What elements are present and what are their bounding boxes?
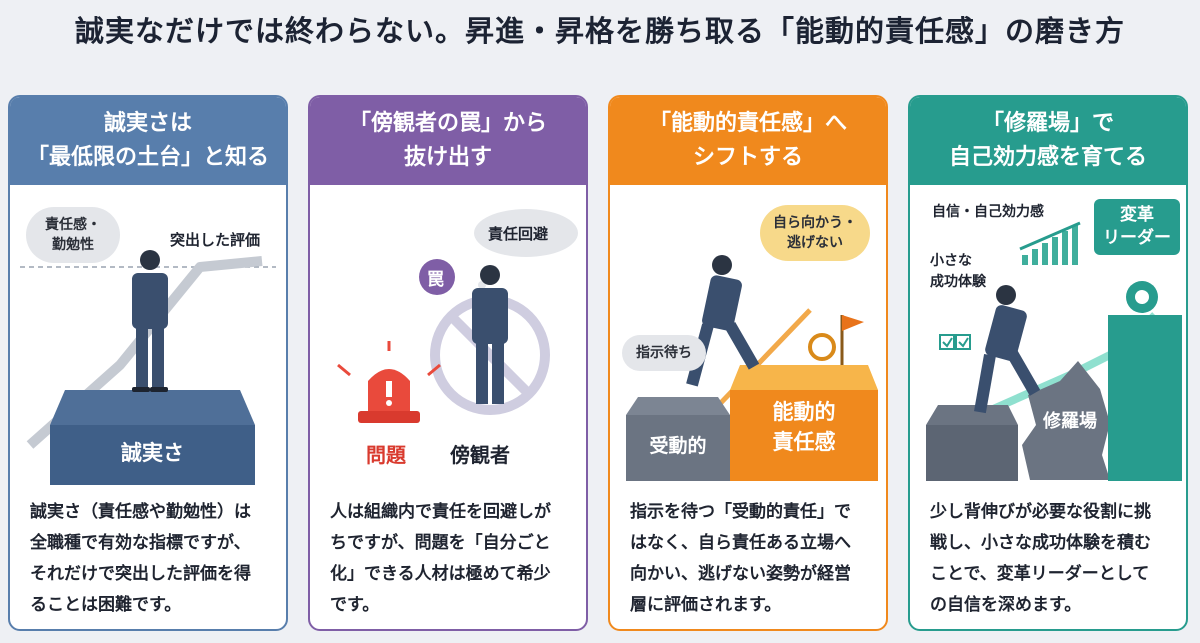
card-active-responsibility: 「能動的責任感」へ シフトする 自ら向かう・ 逃げない 指示待ち 受動的 能動的… <box>608 95 888 631</box>
label-outstanding-eval: 突出した評価 <box>170 231 261 249</box>
waiting-bubble: 指示待ち <box>622 335 706 371</box>
sincerity-bubble: 責任感・ 勤勉性 <box>26 207 120 263</box>
card-heading-line2: シフトする <box>692 145 803 170</box>
card-heading-line1: 「修羅場」で <box>981 111 1114 136</box>
active-block-label: 能動的 責任感 <box>772 400 836 454</box>
card-heading-line2: 「最低限の土台」と知る <box>26 145 269 170</box>
bystander-label: 傍観者 <box>450 443 510 467</box>
card-description: 少し背伸びが必要な役割に挑戦し、小さな成功体験を積むことで、変革リーダーとしての… <box>930 502 1151 615</box>
shura-label: 修羅場 <box>1043 411 1097 432</box>
card-illustration: 自信・自己効力感 小さな 成功体験 変革 リーダー 修羅場 <box>910 185 1186 485</box>
leader-badge: 変革 リーダー <box>1094 199 1180 255</box>
siren-icon <box>358 411 420 423</box>
card-description: 指示を待つ「受動的責任」ではなく、自ら責任ある立場へ向かい、逃げない姿勢が経営層… <box>630 502 851 615</box>
trap-badge-label: 罠 <box>427 270 444 290</box>
card-heading-line2: 抜け出す <box>403 145 492 170</box>
card-description: 誠実さ（責任感や勤勉性）は全職種で有効な指標ですが、それだけで突出した評価を得る… <box>30 502 251 615</box>
card-illustration: 責任回避 罠 問題 傍観者 <box>310 185 586 485</box>
gear-block <box>1022 361 1110 480</box>
small-success-label: 小さな 成功体験 <box>930 253 986 290</box>
card-self-efficacy: 「修羅場」で 自己効力感を育てる <box>908 95 1188 631</box>
card-header: 「傍観者の罠」から 抜け出す <box>310 97 586 185</box>
active-illustration <box>626 255 878 481</box>
person-head <box>140 250 160 270</box>
card-heading-line1: 誠実さは <box>103 111 192 136</box>
card-heading-line2: 自己効力感を育てる <box>948 145 1147 170</box>
card-sincerity: 誠実さは 「最低限の土台」と知る 責任感・ 勤勉性 突出した評価 誠実さ 誠実さ… <box>8 95 288 631</box>
card-illustration: 自ら向かう・ 逃げない 指示待ち 受動的 能動的 責任感 <box>610 185 886 485</box>
active-bubble: 自ら向かう・ 逃げない <box>760 205 870 261</box>
efficacy-illustration <box>926 221 1182 481</box>
card-header: 「修羅場」で 自己効力感を育てる <box>910 97 1186 185</box>
card-bystander: 「傍観者の罠」から 抜け出す 責任回避 <box>308 95 588 631</box>
card-heading-line1: 「能動的責任感」へ <box>648 111 847 136</box>
page-title: 誠実なだけでは終わらない。昇進・昇格を勝ち取る「能動的責任感」の磨き方 <box>74 14 1125 48</box>
sincerity-illustration <box>20 250 276 485</box>
card-header: 「能動的責任感」へ シフトする <box>610 97 886 185</box>
bystander-illustration <box>337 209 578 423</box>
block-label-sincerity: 誠実さ <box>121 441 184 465</box>
trap-badge <box>419 259 455 295</box>
helm-icon <box>808 333 836 361</box>
flag-icon <box>842 315 864 331</box>
person-body <box>132 273 168 329</box>
card-heading-line1: 「傍観者の罠」から <box>348 111 547 136</box>
passive-block-label: 受動的 <box>649 435 707 457</box>
problem-label: 問題 <box>366 443 406 467</box>
card-description: 人は組織内で責任を回避しがちですが、問題を「自分ごと化」できる人材は極めて希少で… <box>330 502 551 615</box>
confidence-label: 自信・自己効力感 <box>932 204 1044 220</box>
card-illustration: 責任感・ 勤勉性 突出した評価 誠実さ <box>10 185 286 485</box>
card-header: 誠実さは 「最低限の土台」と知る <box>10 97 286 185</box>
thought-label: 責任回避 <box>488 225 549 243</box>
